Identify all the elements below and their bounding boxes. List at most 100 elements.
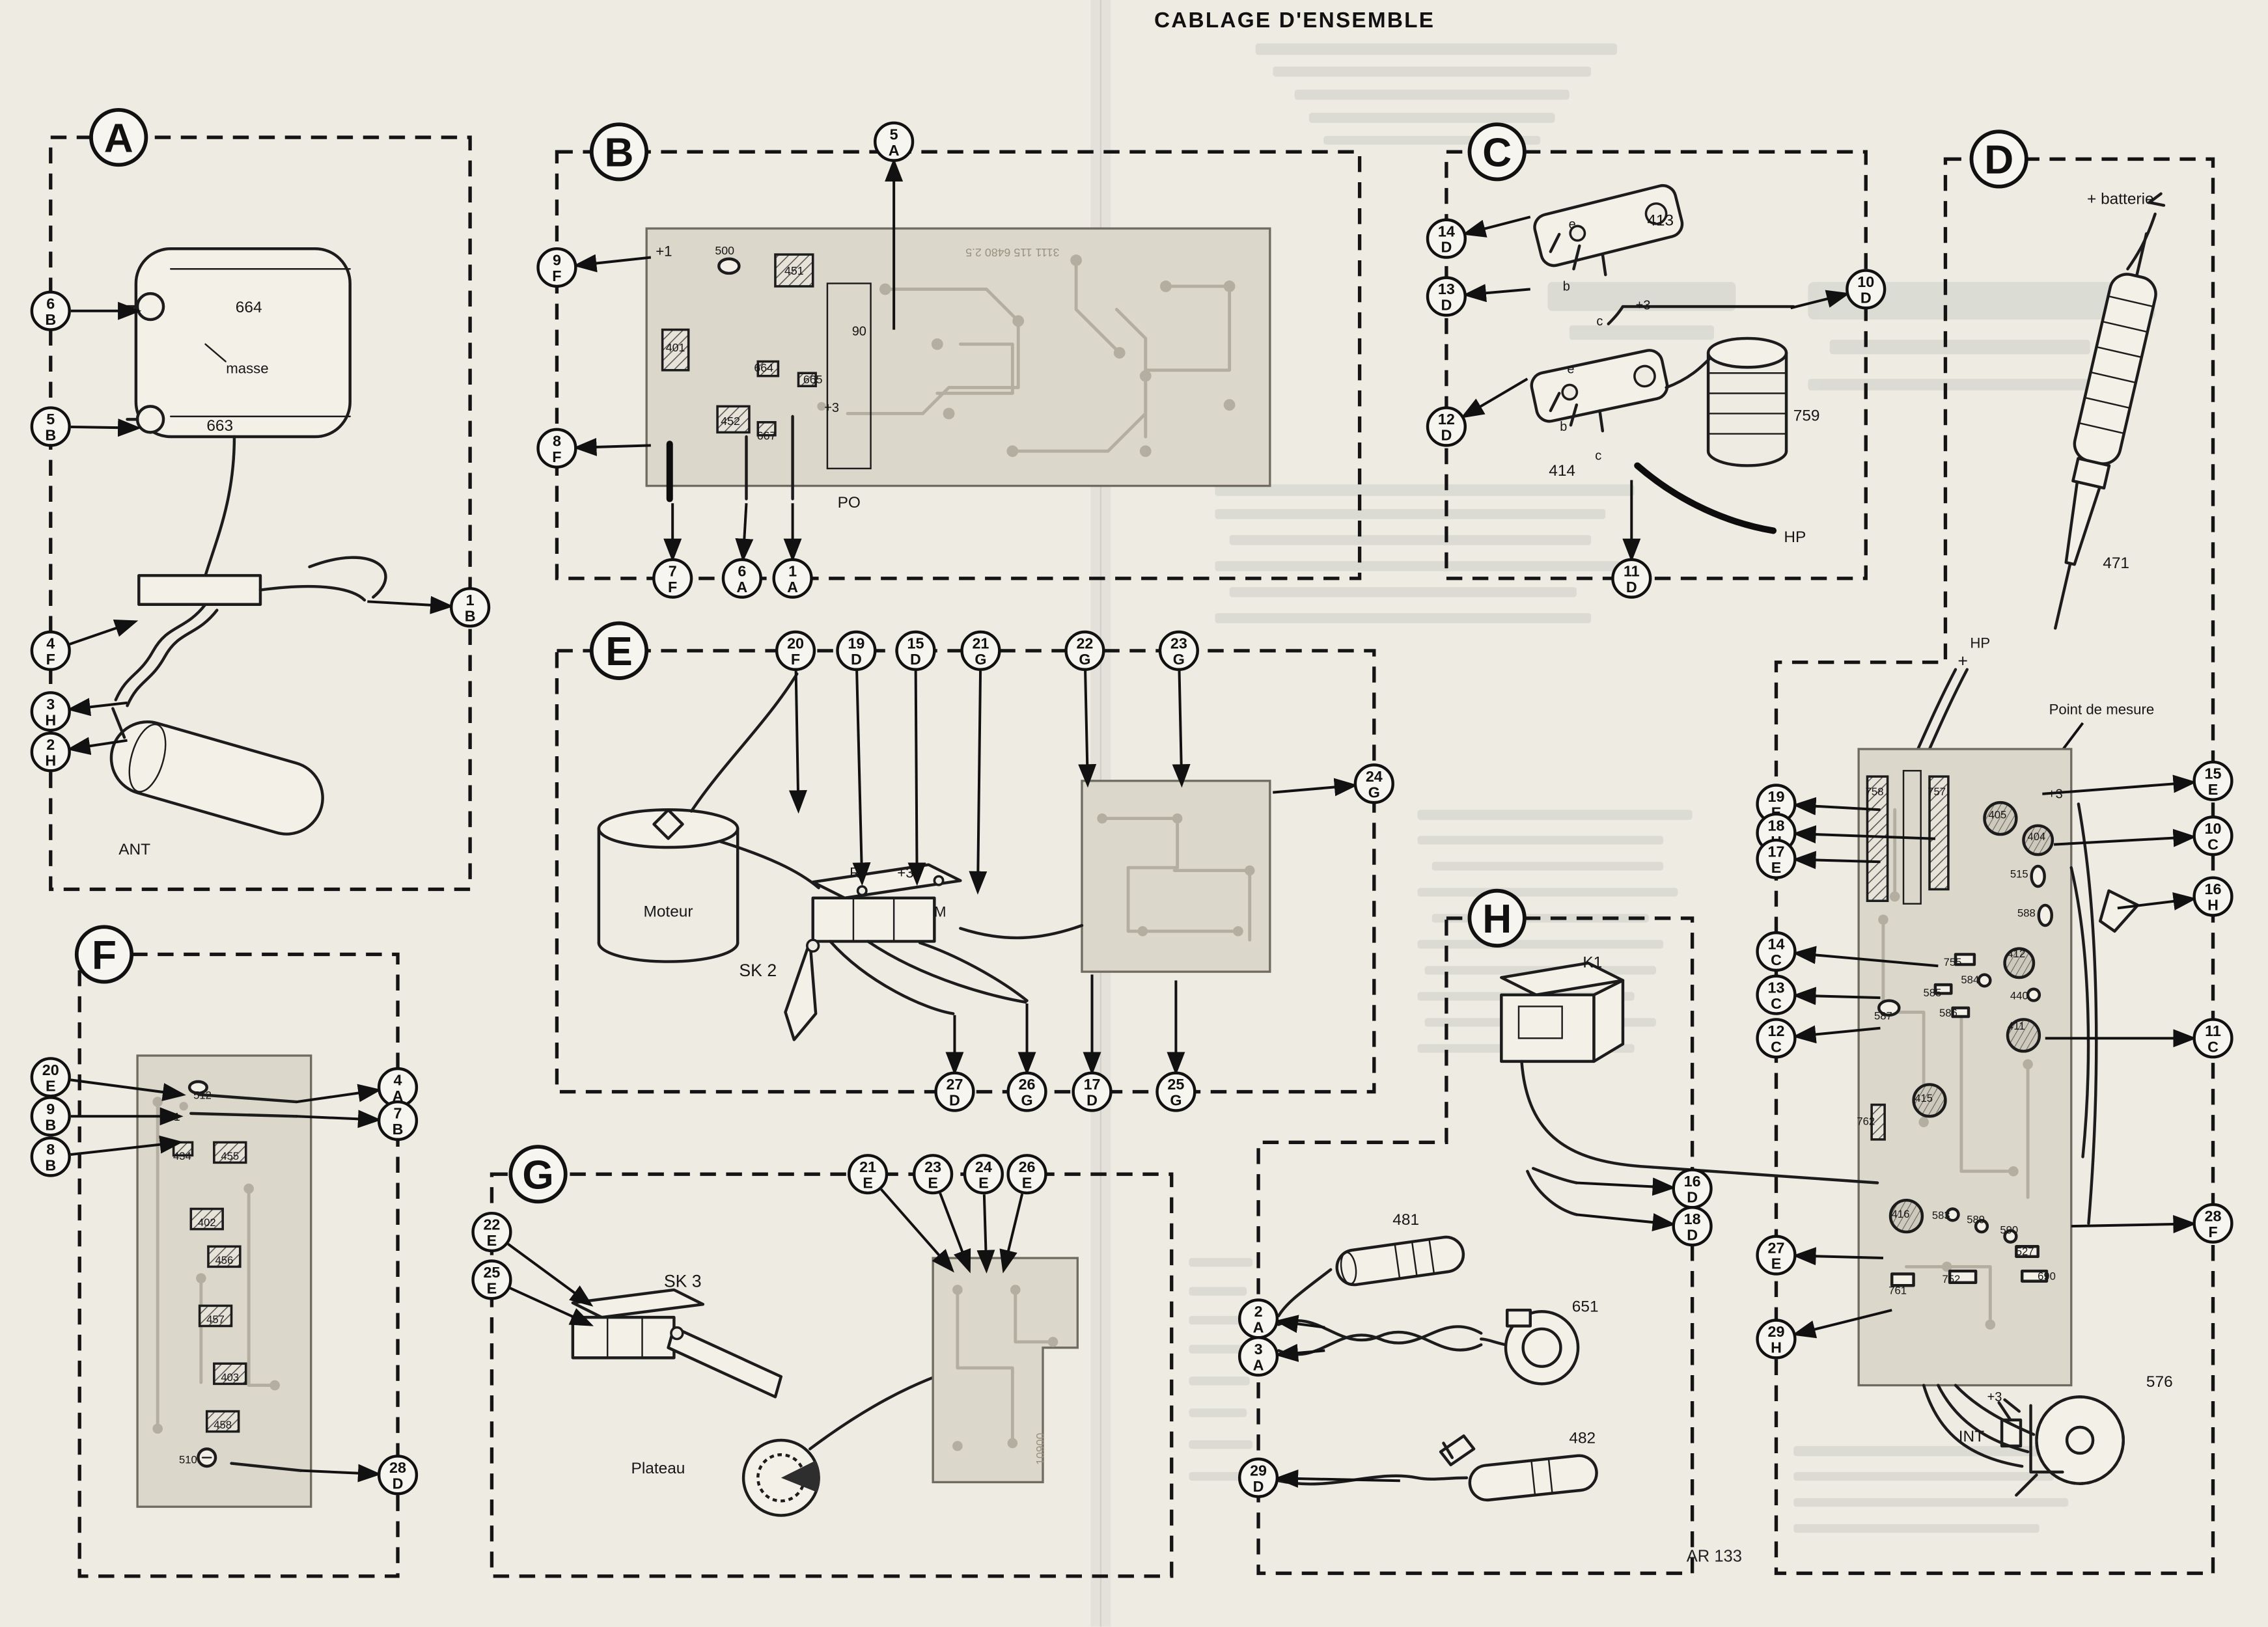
terminal-circle [934,1071,975,1112]
terminal-circle [2192,815,2233,856]
terminal-number: 13 [1768,979,1785,996]
terminal-5B: 5B [30,406,142,447]
amp-traces [1881,808,2030,1326]
terminal-circle [775,630,816,671]
component-label: 512 [193,1089,212,1102]
component-label: 752 [1942,1273,1960,1285]
cap-416 [1888,1198,1924,1234]
terminal-number: 2 [46,736,55,753]
terminal-13D: 13D [1426,276,1530,317]
terminal-number: 1 [788,562,797,579]
terminal-dest: B [45,1116,56,1133]
terminal-11D: 11D [1611,480,1652,599]
component-label: 10900 [1034,1433,1047,1466]
terminal-number: 10 [1857,273,1874,290]
terminal-dest: A [393,1087,404,1104]
component-label: c [1596,314,1603,329]
component-label: 412 [2007,948,2025,960]
terminal-dest: D [910,651,921,668]
terminal-circle [960,630,1001,671]
part-403 [213,1362,247,1386]
terminal-number: 9 [46,1101,55,1117]
terminal-circle [2192,760,2233,801]
terminal-circle [30,691,71,732]
terminal-circle [1426,406,1467,447]
terminal-dest: E [46,1077,56,1094]
terminal-circle [1756,974,1797,1015]
wire-arrow [573,254,652,273]
section-letter: C [1482,131,1512,176]
comp-451 [774,253,814,288]
wire-arrow [509,1287,594,1326]
terminal-number: 20 [42,1061,59,1078]
terminal-number: 15 [907,635,924,652]
component-label: SK 2 [739,961,777,980]
terminal-dest: B [45,427,56,444]
terminal-circle [30,290,71,331]
component-label: + batterie [2087,190,2154,208]
component-label: 434 [173,1150,191,1162]
wire-arrow [1792,851,1881,869]
wire-arrow [788,670,807,814]
component-label: b [1560,420,1567,434]
part-762 [1870,1103,1886,1141]
terminal-dest: E [1022,1174,1032,1191]
section-letter: E [605,629,633,674]
terminal-15E: 15E [2042,760,2233,801]
wire-arrow [2042,774,2197,795]
switch-sk3 [571,1288,783,1399]
terminal-dest: E [1771,859,1782,876]
section-badge-g [508,1145,568,1204]
component-label: 665 [803,373,823,386]
terminal-dest: G [1021,1092,1032,1109]
terminal-6A: 6A [721,503,762,599]
terminal-number: 7 [394,1105,402,1122]
terminal-dest: F [46,651,55,668]
terminal-circle [30,1096,71,1137]
component-label: 758 [1866,786,1884,798]
component-label: 583 [1932,1209,1950,1222]
terminal-number: 14 [1438,223,1455,239]
terminal-dest: D [1441,239,1452,256]
wire-arrow [1792,825,1935,844]
wire-arrow [296,1110,381,1128]
wire-arrow [1172,670,1191,788]
terminal-number: 21 [972,635,989,652]
terminal-circle [1846,269,1887,310]
wire-arrow [1275,1343,1325,1362]
component-label: 401 [666,341,685,354]
component-label: 589 [1967,1214,1985,1226]
component-label: e [1567,362,1574,376]
terminal-dest: G [1079,651,1090,668]
terminal-number: 23 [924,1158,941,1175]
component-label: e [1569,217,1576,232]
component-label: 415 [1915,1092,1933,1104]
terminal-3H: 3H [30,691,128,732]
plateau-gear [741,1438,820,1517]
component-label: masse [226,360,268,376]
section-letter: A [104,116,133,161]
terminal-7B: 7B [296,1100,419,1142]
terminal-10C: 10C [2053,815,2233,856]
terminal-circle [1611,558,1652,599]
terminal-number: 21 [859,1158,876,1175]
terminal-7F: 7F [652,503,693,599]
knob-651 [1504,1308,1580,1386]
part-515 [2030,864,2046,888]
coil-759 [1706,336,1788,467]
tuning-unit [134,247,352,439]
part-456 [207,1245,242,1268]
terminal-dest: H [1771,1339,1782,1356]
terminal-circle [30,1136,71,1177]
terminal-number: 10 [2205,820,2222,837]
component-label: HP [1970,635,1990,651]
part-585 [1933,983,1953,995]
terminal-number: 6 [46,295,55,312]
terminal-number: 19 [848,635,864,652]
terminal-number: 9 [553,252,561,269]
terminal-5A: 5A [874,121,915,330]
part-588 [2037,903,2053,927]
terminal-number: 4 [46,635,55,652]
